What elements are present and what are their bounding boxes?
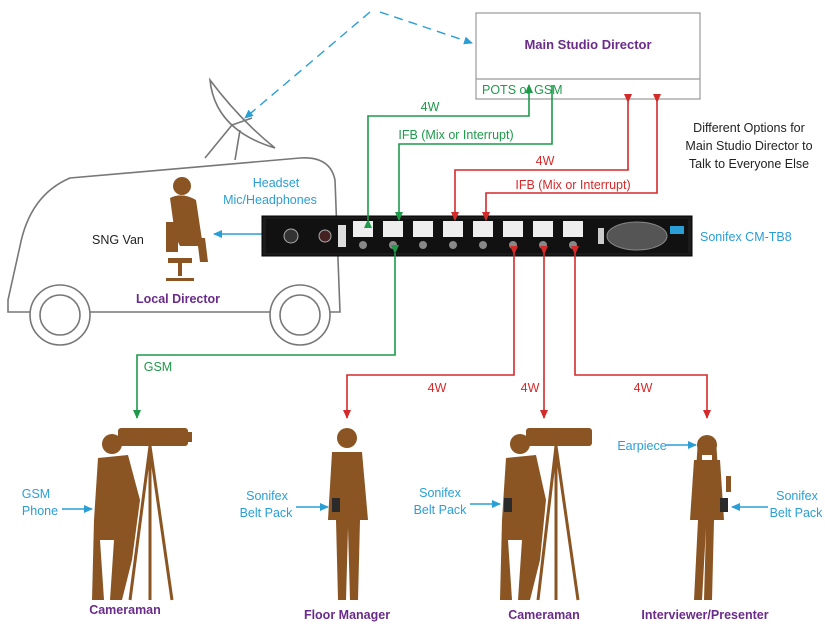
interviewer-belt-line-2: Belt Pack <box>770 506 824 520</box>
cameraman-2-label: Cameraman <box>508 608 580 622</box>
gsm-label: GSM <box>144 360 172 374</box>
cameraman-1-figure <box>92 428 192 601</box>
interviewer-4w-link <box>571 246 711 419</box>
interviewer-label: Interviewer/Presenter <box>641 608 768 622</box>
floor-manager-figure <box>328 428 368 600</box>
sonifex-unit-label: Sonifex CM-TB8 <box>700 230 792 244</box>
red-ifb-link <box>482 94 661 221</box>
sng-van-label: SNG Van <box>92 233 144 247</box>
floor-manager-4w-label: 4W <box>428 381 447 395</box>
local-director-figure <box>166 177 208 281</box>
main-studio-title: Main Studio Director <box>524 37 651 52</box>
green-4w-link <box>364 84 533 228</box>
floor-manager-label: Floor Manager <box>304 608 390 622</box>
cam2-belt-line-1: Sonifex <box>419 486 461 500</box>
sonifex-cm-tb8-unit <box>261 215 693 257</box>
options-line-1: Different Options for <box>693 121 805 135</box>
pots-gsm-label: POTS or GSM <box>482 83 563 97</box>
gsm-phone-line-1: GSM <box>22 487 50 501</box>
satellite-link-to-van <box>244 11 371 119</box>
cameraman-1-label: Cameraman <box>89 603 161 617</box>
local-director-label: Local Director <box>136 292 220 306</box>
interviewer-4w-label: 4W <box>634 381 653 395</box>
floor-manager-4w-link <box>343 246 518 419</box>
interviewer-figure <box>690 435 731 600</box>
main-studio-box: Main Studio Director POTS or GSM <box>475 12 701 100</box>
floor-belt-line-1: Sonifex <box>246 489 288 503</box>
earpiece-label: Earpiece <box>617 439 666 453</box>
cameraman-2-figure <box>500 428 592 601</box>
cameraman2-4w-label: 4W <box>521 381 540 395</box>
headset-line-2: Mic/Headphones <box>223 193 317 207</box>
options-line-3: Talk to Everyone Else <box>689 157 809 171</box>
gsm-phone-line-2: Phone <box>22 504 58 518</box>
floor-belt-line-2: Belt Pack <box>240 506 294 520</box>
satellite-link-to-studio <box>379 11 473 45</box>
red-ifb-label: IFB (Mix or Interrupt) <box>515 178 630 192</box>
cam2-belt-line-2: Belt Pack <box>414 503 468 517</box>
options-line-2: Main Studio Director to <box>685 139 812 153</box>
interviewer-belt-line-1: Sonifex <box>776 489 818 503</box>
headset-line-1: Headset <box>253 176 300 190</box>
green-ifb-label: IFB (Mix or Interrupt) <box>398 128 513 142</box>
red-4w-label: 4W <box>536 154 555 168</box>
green-4w-label: 4W <box>421 100 440 114</box>
